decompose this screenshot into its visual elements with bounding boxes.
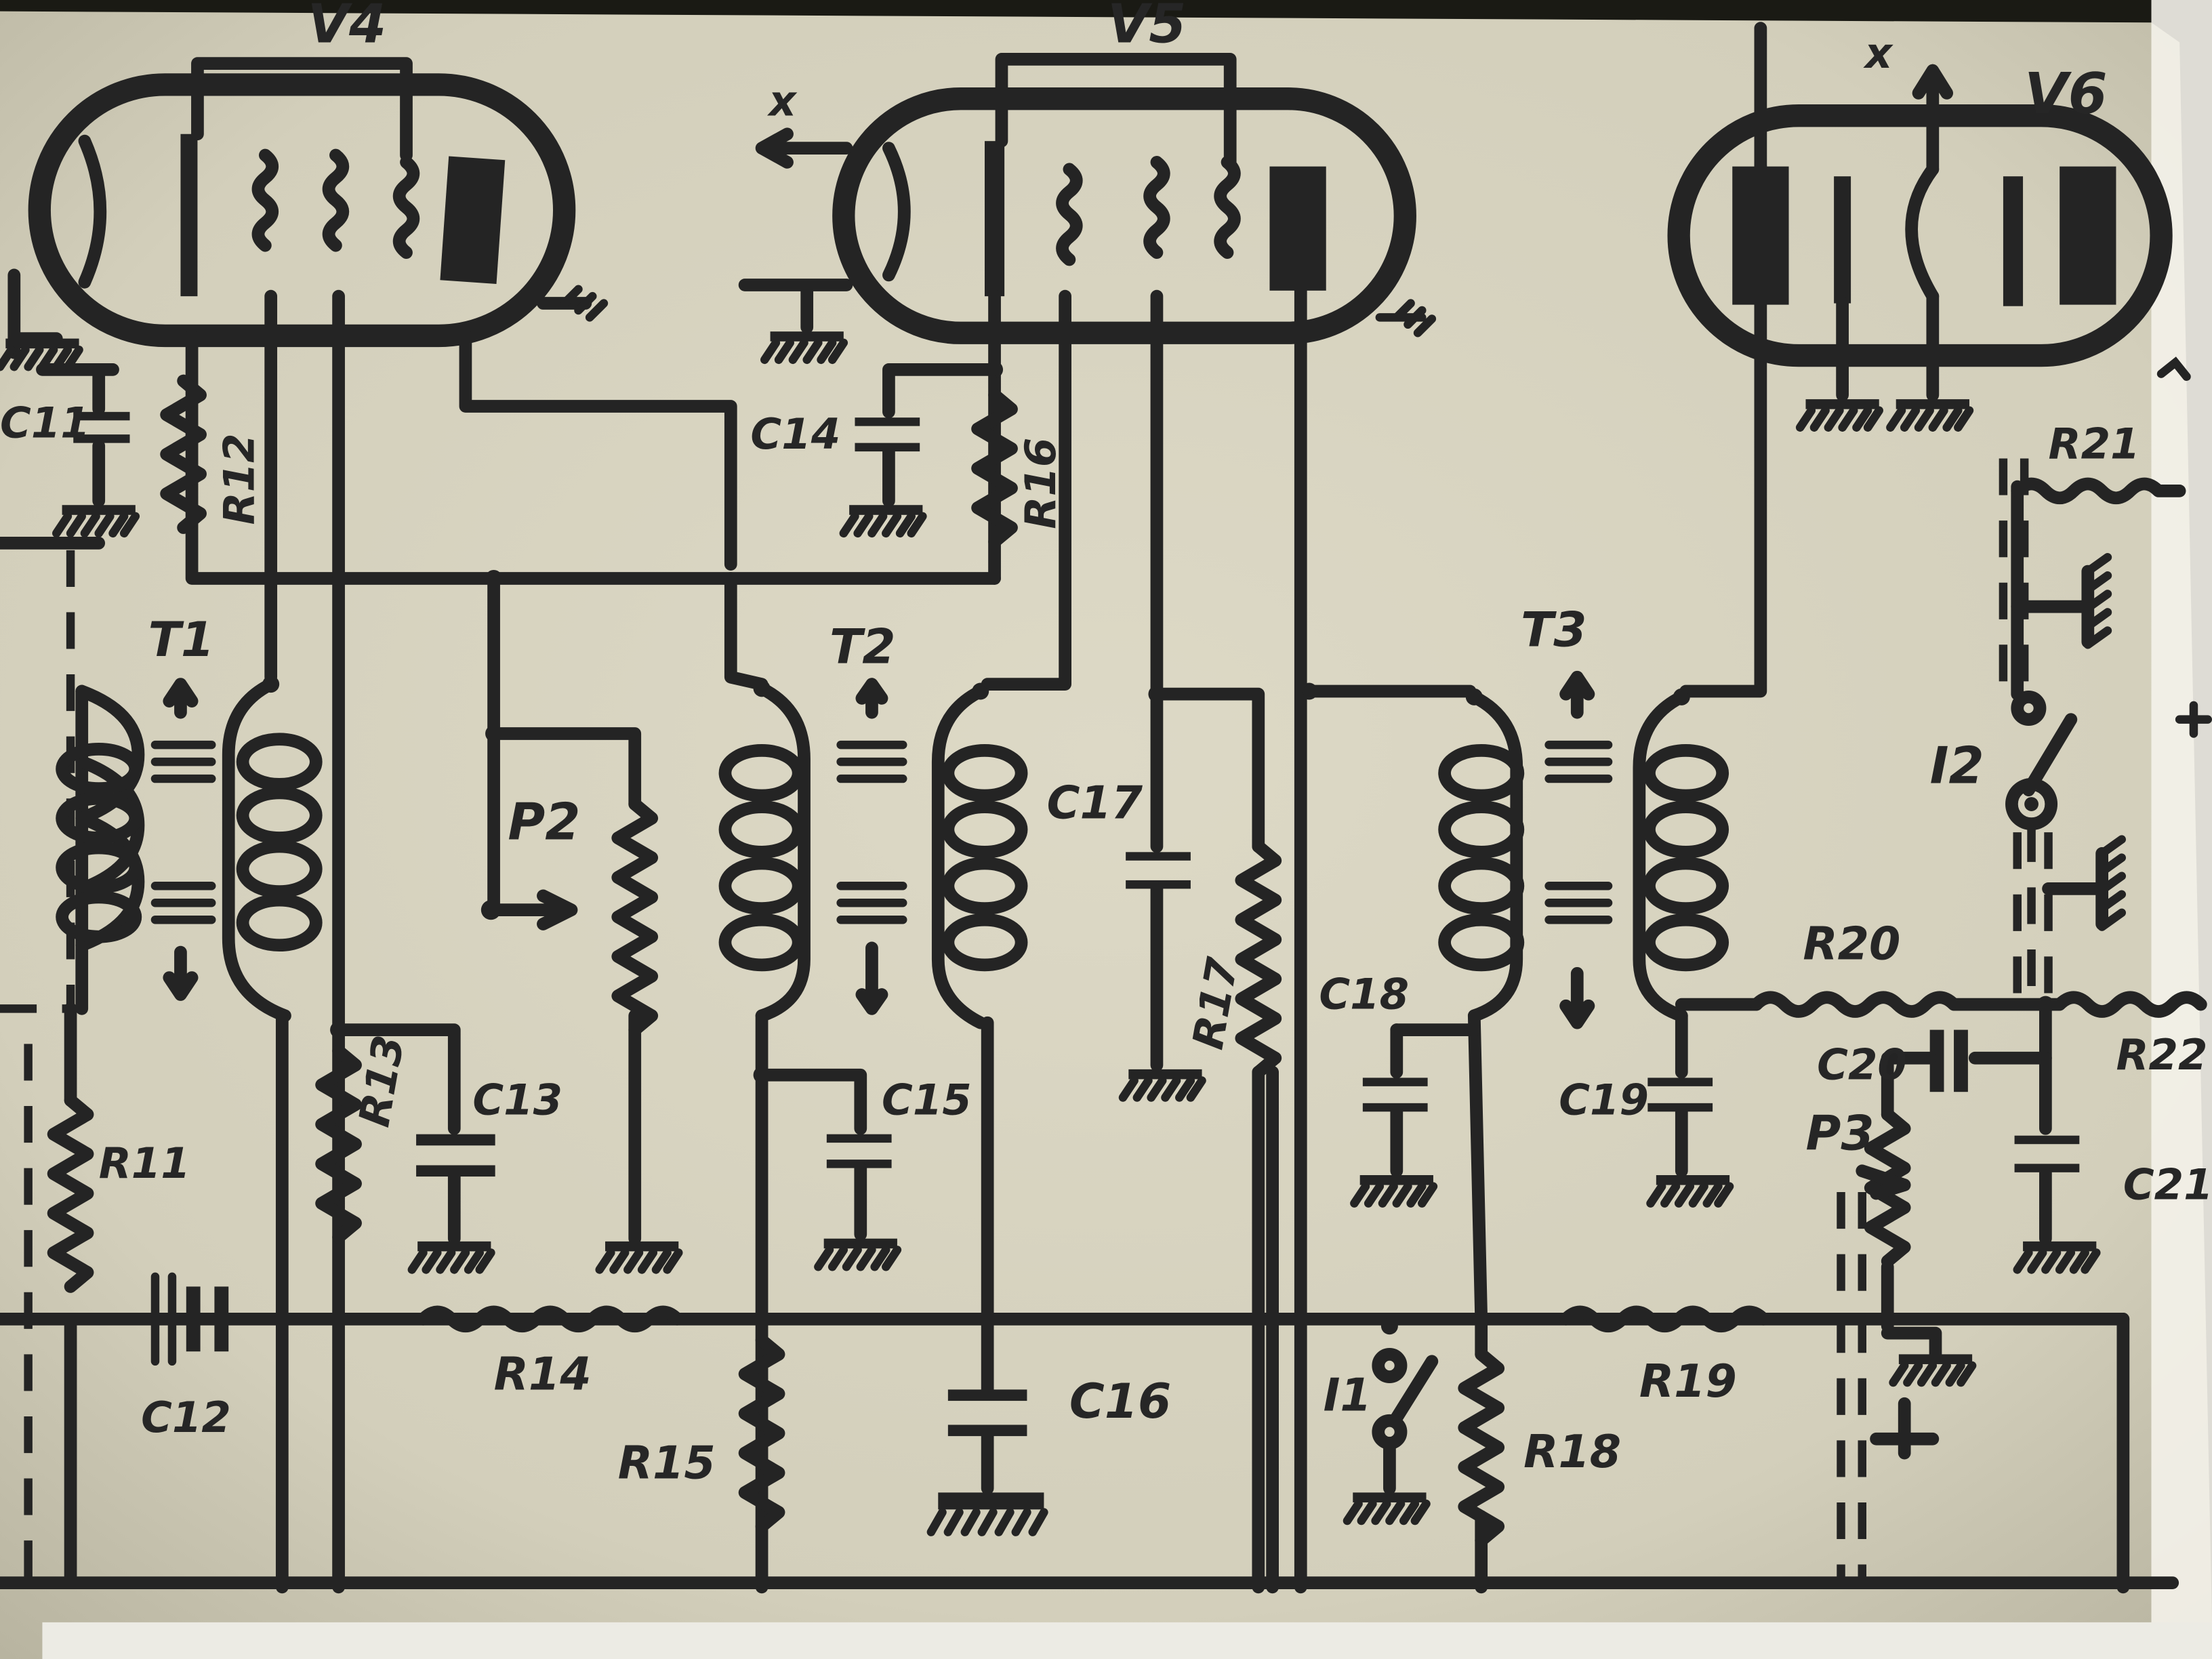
label-r15: R15 [618, 1437, 716, 1490]
label-r21: R21 [2049, 419, 2140, 469]
label-t1: T1 [148, 611, 215, 668]
component-labels: V4 V5 V6 x x C11 C12 C13 C14 C15 C16 C17… [0, 0, 2212, 1490]
label-c15: C15 [882, 1075, 972, 1124]
label-c11: C11 [0, 398, 90, 447]
label-c21: C21 [2123, 1160, 2212, 1209]
label-c18: C18 [1319, 969, 1409, 1019]
label-c19: C19 [1559, 1075, 1649, 1124]
transformer-t1 [150, 289, 1001, 1594]
label-r20: R20 [1803, 918, 1900, 970]
screen-grid-network [1123, 283, 1318, 1594]
label-v6: V6 [2024, 61, 2107, 127]
label-i1: I1 [1324, 1369, 1372, 1422]
label-r18: R18 [1523, 1425, 1621, 1478]
v5-cathode-network [459, 289, 1018, 585]
label-r22: R22 [2116, 1030, 2207, 1080]
label-c16: C16 [1069, 1373, 1171, 1429]
label-x-v5: x [766, 77, 797, 126]
tube-v5 [738, 53, 1437, 359]
label-r12: R12 [215, 433, 264, 525]
label-r11: R11 [99, 1139, 190, 1188]
label-p3: P3 [1805, 1105, 1874, 1162]
label-t3: T3 [1521, 601, 1587, 657]
label-r14: R14 [494, 1347, 592, 1400]
left-input-stage [0, 268, 145, 1586]
label-v5: V5 [1107, 0, 1186, 55]
label-t2: T2 [830, 618, 896, 674]
transformer-t2 [718, 289, 1071, 1594]
paper-background [0, 11, 2212, 1659]
label-c12: C12 [141, 1393, 231, 1442]
label-p2: P2 [508, 792, 580, 852]
tube-v4 [28, 57, 609, 348]
label-c17: C17 [1047, 776, 1143, 829]
label-c20: C20 [1817, 1040, 1907, 1089]
label-c14: C14 [750, 409, 840, 459]
interstage-network-1 [0, 569, 2179, 1589]
label-c13: C13 [472, 1075, 562, 1124]
transformer-t3 [1303, 160, 1767, 1361]
label-r16: R16 [1016, 438, 1065, 529]
label-r19: R19 [1639, 1355, 1737, 1408]
label-v4: V4 [308, 0, 386, 55]
switch-i1-network [1347, 1305, 1770, 1594]
output-network [1750, 356, 2212, 1594]
label-x-v6: x [1863, 28, 1893, 78]
tube-v6 [1667, 22, 2173, 428]
label-i2: I2 [1930, 735, 1984, 795]
